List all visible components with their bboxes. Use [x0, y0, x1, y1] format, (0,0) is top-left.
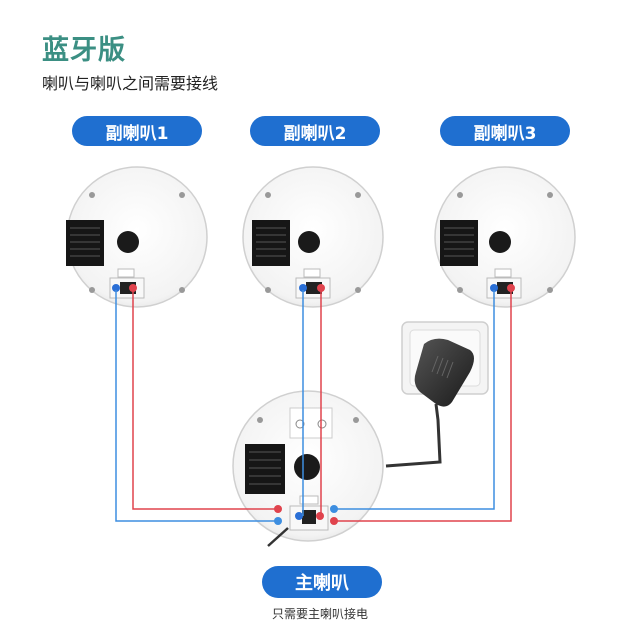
blue-terminal — [490, 284, 498, 292]
spec-label-panel — [440, 220, 478, 266]
port-hole — [117, 231, 139, 253]
label-sub-speaker-2: 副喇叭2 — [250, 116, 380, 146]
speaker-sub2 — [242, 166, 384, 308]
page-subtitle: 喇叭与喇叭之间需要接线 — [42, 74, 219, 93]
power-cable — [385, 403, 442, 468]
port-hole — [298, 231, 320, 253]
blue-terminal — [299, 284, 307, 292]
label-sub-speaker-1: 副喇叭1 — [72, 116, 202, 146]
control-panel — [289, 407, 333, 439]
label-sub-speaker-3: 副喇叭3 — [440, 116, 570, 146]
speaker-sub3 — [434, 166, 576, 308]
speaker-sub1 — [66, 166, 208, 308]
red-terminal — [317, 284, 325, 292]
red-terminal — [507, 284, 515, 292]
spec-label-panel — [252, 220, 290, 266]
page-title: 蓝牙版 — [42, 35, 126, 66]
speaker-main — [232, 390, 384, 542]
blue-terminal — [295, 512, 303, 520]
red-terminal — [129, 284, 137, 292]
power-note: 只需要主喇叭接电 — [271, 607, 368, 621]
red-terminal — [316, 512, 324, 520]
blue-terminal — [112, 284, 120, 292]
spec-label-panel — [66, 220, 104, 266]
main-cable-stub — [267, 527, 289, 547]
power-adapter — [414, 338, 474, 407]
port-hole — [294, 454, 320, 480]
label-main-speaker: 主喇叭 — [262, 566, 382, 598]
port-hole — [489, 231, 511, 253]
speaker-wires — [115, 290, 512, 522]
